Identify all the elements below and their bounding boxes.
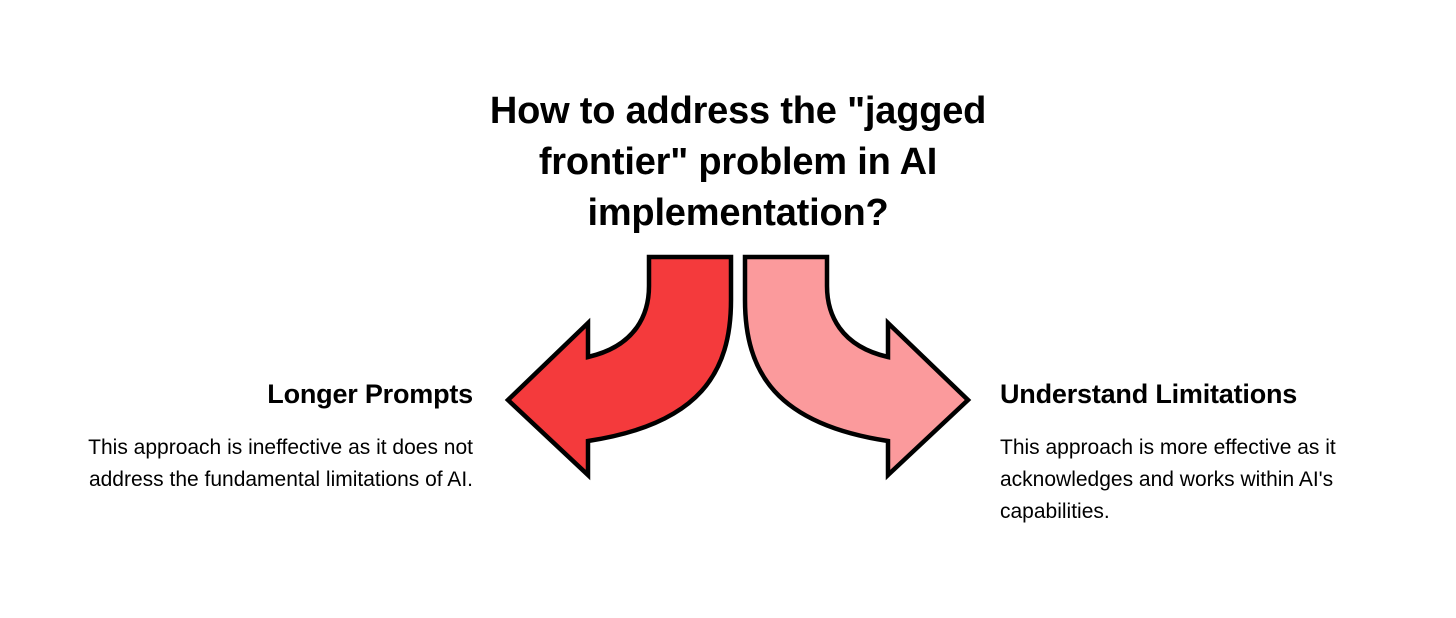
- branch-left-heading: Longer Prompts: [267, 379, 473, 409]
- curved-arrow-left-down-icon: [504, 254, 734, 481]
- branch-right-heading: Understand Limitations: [1000, 379, 1298, 409]
- branch-left: Longer Prompts This approach is ineffect…: [55, 378, 473, 496]
- branch-left-description: This approach is ineffective as it does …: [88, 436, 473, 491]
- page-title: How to address the "jagged frontier" pro…: [489, 90, 987, 234]
- branch-right-description: This approach is more effective as it ac…: [1000, 436, 1336, 523]
- branch-right: Understand Limitations This approach is …: [1000, 378, 1418, 528]
- curved-arrow-right-down-icon: [742, 254, 972, 481]
